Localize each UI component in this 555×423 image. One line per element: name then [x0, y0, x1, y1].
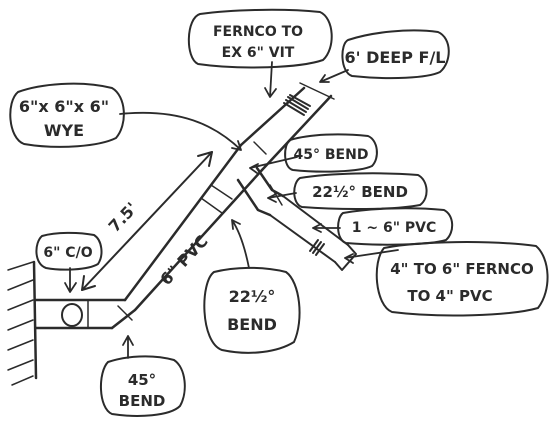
fernco-coupling-upper: [283, 94, 311, 116]
label-dimension: 7.5': [105, 199, 142, 236]
callout-bubbles: [9, 8, 549, 417]
fernco-coupling-lower: [309, 239, 325, 256]
label-wye-line2: WYE: [44, 121, 84, 140]
label-fernco-to-ex-line2: EX 6" VIT: [222, 45, 295, 61]
label-22-bend-upper: 22½° BEND: [312, 183, 408, 201]
label-pipe-main: 6" PVC: [156, 232, 211, 289]
cleanout-cap: [61, 303, 83, 327]
dimension-line: [81, 151, 213, 291]
label-fernco-4-6-line2: TO 4" PVC: [407, 287, 492, 305]
label-22-bend-lower-line1: 22½°: [229, 287, 276, 306]
main-diagonal-pipe: [110, 143, 264, 330]
label-cleanout: 6" C/O: [43, 245, 92, 261]
label-22-bend-lower-line2: BEND: [227, 315, 277, 334]
wall: [7, 260, 38, 386]
upper-pipe-to-vit: [239, 82, 335, 172]
label-fernco-4-6-line1: 4" TO 6" FERNCO: [390, 260, 534, 278]
label-wye-line1: 6"x 6"x 6": [19, 97, 109, 116]
label-45-bend-upper: 45° BEND: [294, 147, 369, 163]
label-45-bend-lower-line2: BEND: [119, 392, 166, 410]
label-fernco-to-ex-line1: FERNCO TO: [213, 24, 303, 40]
label-deep-fl: 6' DEEP F/L: [344, 48, 445, 67]
branch-pipe: [236, 166, 357, 271]
label-45-bend-lower-line1: 45°: [128, 371, 156, 389]
label-pvc-small: 1 ~ 6" PVC: [352, 220, 437, 236]
horizontal-pipe: [34, 298, 127, 330]
